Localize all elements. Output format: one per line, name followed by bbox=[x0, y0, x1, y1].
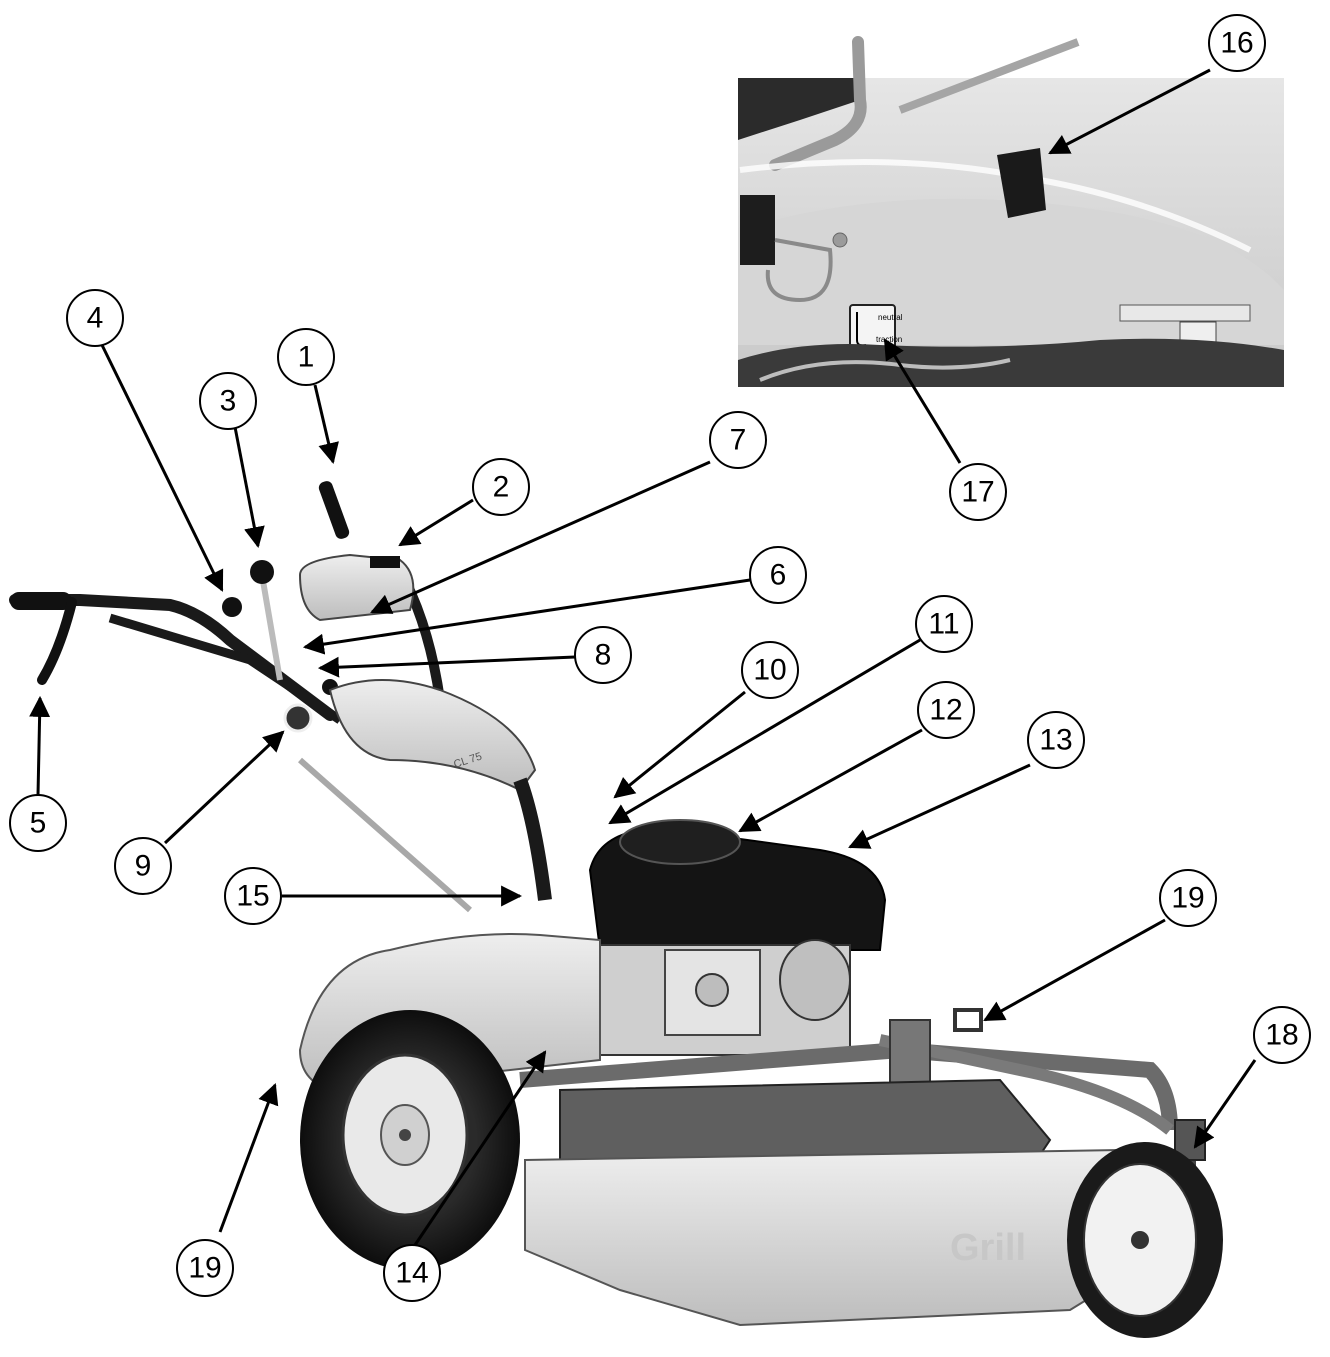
callout-18-label: 18 bbox=[1265, 1019, 1298, 1052]
callout-12: 12 bbox=[917, 681, 975, 739]
callout-17: 17 bbox=[949, 463, 1007, 521]
brake-lever bbox=[37, 597, 77, 685]
callout-19-right-label: 19 bbox=[1171, 882, 1204, 915]
callout-17-label: 17 bbox=[961, 476, 994, 509]
callout-19-left-label: 19 bbox=[188, 1252, 221, 1285]
callout-5: 5 bbox=[9, 794, 67, 852]
sticker-neutral-text: neutral bbox=[878, 313, 903, 322]
inset-detail-photo: neutral traction bbox=[738, 36, 1284, 387]
sticker-traction-text: traction bbox=[876, 335, 902, 344]
callout-2-label: 2 bbox=[493, 471, 510, 504]
callout-5-label: 5 bbox=[30, 807, 47, 840]
mower-illustration: CL 75 Grill bbox=[9, 481, 1223, 1338]
brand-mark: Grill bbox=[950, 1227, 1026, 1269]
callout-4: 4 bbox=[66, 289, 124, 347]
callout-1-label: 1 bbox=[298, 341, 315, 374]
callout-10: 10 bbox=[741, 641, 799, 699]
callout-13: 13 bbox=[1027, 711, 1085, 769]
callout-9: 9 bbox=[114, 837, 172, 895]
handle-cover bbox=[328, 679, 537, 792]
callout-14: 14 bbox=[383, 1244, 441, 1302]
callouts: 1 2 3 4 5 6 7 8 9 10 11 12 13 14 15 16 1… bbox=[9, 14, 1311, 1302]
callout-12-label: 12 bbox=[929, 694, 962, 727]
callout-8: 8 bbox=[574, 626, 632, 684]
callout-15: 15 bbox=[224, 867, 282, 925]
callout-14-label: 14 bbox=[395, 1257, 428, 1290]
callout-3: 3 bbox=[199, 372, 257, 430]
callout-18: 18 bbox=[1253, 1006, 1311, 1064]
callout-16-label: 16 bbox=[1220, 27, 1253, 60]
callout-4-label: 4 bbox=[87, 302, 104, 335]
callout-6-label: 6 bbox=[770, 559, 787, 592]
callout-19-right: 19 bbox=[1159, 869, 1217, 927]
callout-16: 16 bbox=[1208, 14, 1266, 72]
front-caster-wheel bbox=[1067, 1119, 1223, 1338]
left-handle-grip bbox=[10, 592, 72, 610]
callout-15-label: 15 bbox=[236, 880, 269, 913]
callout-1: 1 bbox=[277, 328, 335, 386]
engine-recoil-starter bbox=[619, 819, 741, 865]
callout-9-label: 9 bbox=[135, 850, 152, 883]
callout-19-left: 19 bbox=[176, 1239, 234, 1297]
drive-wheel bbox=[300, 1010, 520, 1270]
callout-7-label: 7 bbox=[730, 424, 747, 457]
callout-11-label: 11 bbox=[928, 608, 959, 641]
leader-lines bbox=[29, 68, 1257, 1246]
callout-13-label: 13 bbox=[1039, 724, 1072, 757]
callout-8-label: 8 bbox=[595, 639, 612, 672]
callout-7: 7 bbox=[709, 411, 767, 469]
callout-3-label: 3 bbox=[220, 385, 237, 418]
callout-2: 2 bbox=[472, 458, 530, 516]
callout-10-label: 10 bbox=[753, 654, 786, 687]
knob-3 bbox=[250, 560, 274, 584]
callout-11: 11 bbox=[915, 595, 973, 653]
knob-4 bbox=[222, 597, 242, 617]
callout-6: 6 bbox=[749, 546, 807, 604]
